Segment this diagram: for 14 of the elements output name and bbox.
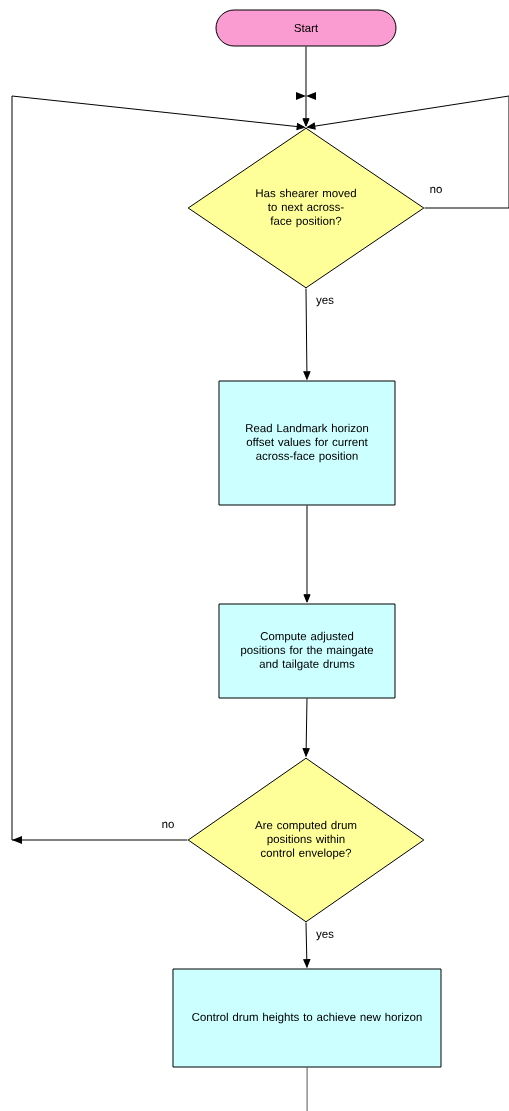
process-box: Compute adjusted positions for the maingate and tailgate drums (218, 603, 396, 699)
process-box: Read Landmark horizon offset values for current across-face position (218, 380, 396, 506)
edge-label: yes (314, 930, 336, 942)
arrow (303, 922, 311, 968)
arrow (303, 288, 311, 380)
arrow (302, 698, 310, 757)
arrow (302, 46, 310, 127)
edge-label: no (160, 820, 176, 830)
terminal-box: Start (215, 9, 397, 47)
edge-label: yes (314, 296, 336, 308)
arrow (11, 92, 306, 844)
edge-label: no (428, 185, 444, 195)
arrow (303, 505, 311, 603)
process-box: Control drum heights to achieve new horizon (172, 968, 442, 1068)
